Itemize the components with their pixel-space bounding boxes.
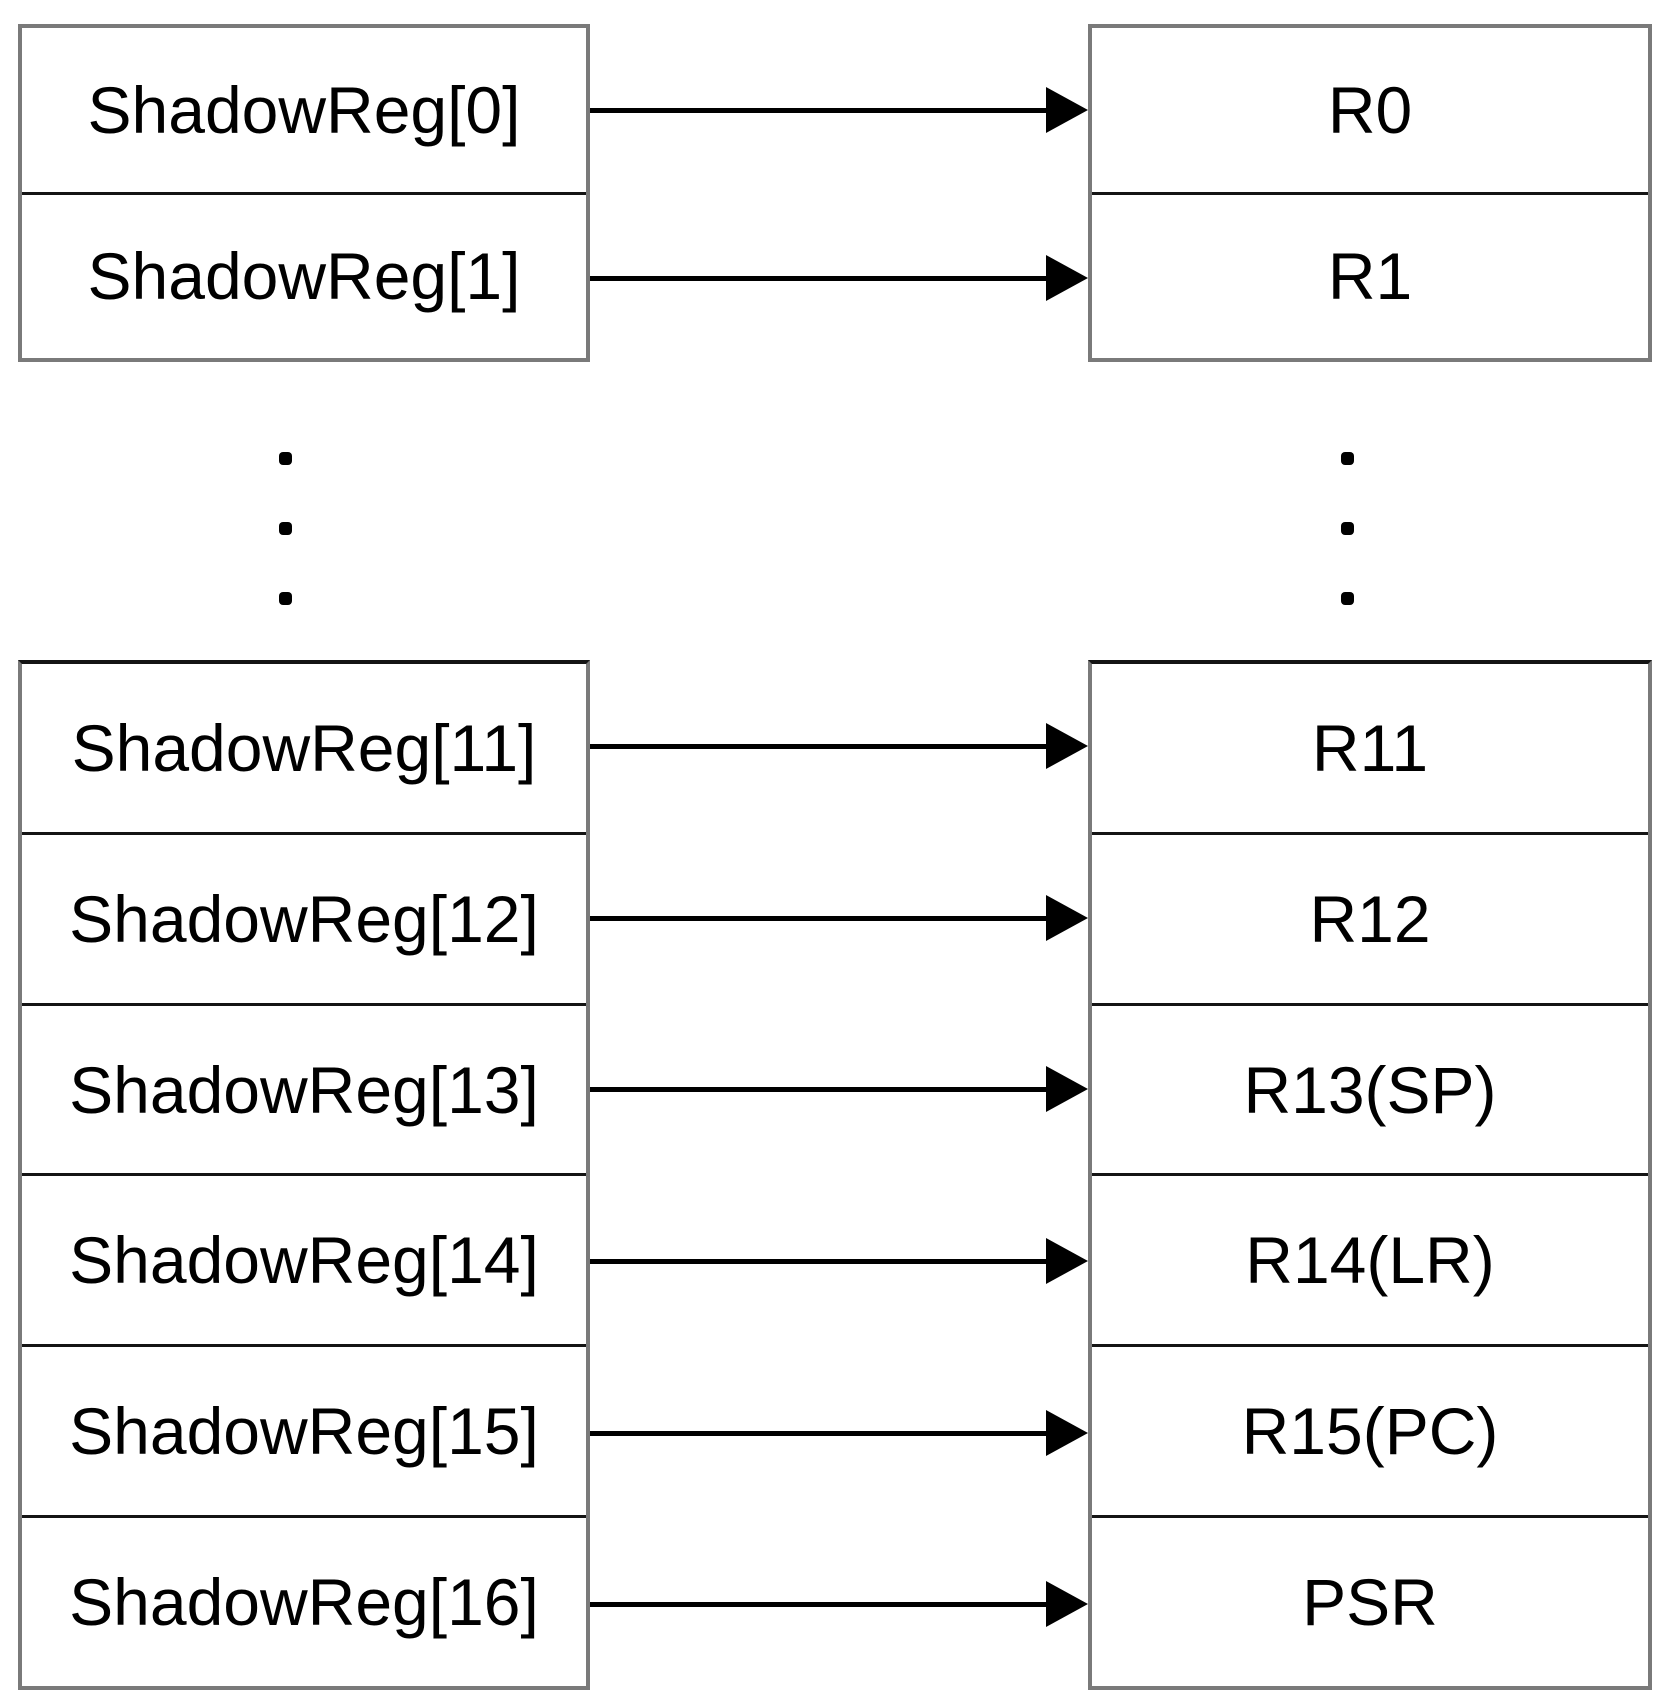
- cell-shadowreg-11: ShadowReg[11]: [22, 664, 586, 832]
- shadowreg-top-group: ShadowReg[0] ShadowReg[1]: [18, 24, 590, 362]
- shadowreg-16-label: ShadowReg[16]: [69, 1565, 539, 1640]
- ellipsis-dot: [279, 592, 292, 605]
- cell-r14-lr: R14(LR): [1092, 1173, 1648, 1345]
- register-bottom-group: R11 R12 R13(SP) R14(LR) R15(PC) PSR: [1088, 660, 1652, 1690]
- cell-shadowreg-13: ShadowReg[13]: [22, 1002, 586, 1174]
- arrowhead-right-icon: [1046, 1410, 1088, 1456]
- register-top-group: R0 R1: [1088, 24, 1652, 362]
- shadowreg-14-label: ShadowReg[14]: [69, 1223, 539, 1298]
- arrow-line: [590, 107, 1046, 113]
- arrow-line: [590, 1430, 1046, 1436]
- arrow-shadowreg15-to-r15: [590, 1410, 1088, 1456]
- arrow-line: [590, 1086, 1046, 1092]
- r11-label: R11: [1311, 710, 1429, 785]
- r0-label: R0: [1327, 72, 1413, 147]
- ellipsis-dot: [279, 522, 292, 535]
- cell-psr: PSR: [1092, 1515, 1648, 1686]
- arrow-shadowreg14-to-r14: [590, 1238, 1088, 1284]
- arrow-line: [590, 275, 1046, 281]
- psr-label: PSR: [1302, 1565, 1438, 1640]
- shadowreg-bottom-group: ShadowReg[11] ShadowReg[12] ShadowReg[13…: [18, 660, 590, 1690]
- arrow-line: [590, 915, 1046, 921]
- shadowreg-13-label: ShadowReg[13]: [69, 1052, 539, 1127]
- arrowhead-right-icon: [1046, 895, 1088, 941]
- arrow-shadowreg13-to-r13: [590, 1066, 1088, 1112]
- cell-shadowreg-0: ShadowReg[0]: [22, 28, 586, 192]
- cell-shadowreg-14: ShadowReg[14]: [22, 1173, 586, 1345]
- cell-shadowreg-16: ShadowReg[16]: [22, 1515, 586, 1686]
- ellipsis-left: [279, 452, 292, 605]
- cell-shadowreg-12: ShadowReg[12]: [22, 831, 586, 1003]
- arrowhead-right-icon: [1046, 723, 1088, 769]
- cell-r15-pc: R15(PC): [1092, 1344, 1648, 1516]
- arrow-shadowreg12-to-r12: [590, 895, 1088, 941]
- arrow-line: [590, 743, 1046, 749]
- arrowhead-right-icon: [1046, 1238, 1088, 1284]
- arrowhead-right-icon: [1046, 255, 1088, 301]
- arrow-shadowreg16-to-psr: [590, 1581, 1088, 1627]
- shadowreg-1-label: ShadowReg[1]: [87, 239, 521, 314]
- cell-r1: R1: [1092, 191, 1648, 358]
- ellipsis-dot: [1341, 592, 1354, 605]
- r14-lr-label: R14(LR): [1245, 1223, 1495, 1298]
- cell-shadowreg-1: ShadowReg[1]: [22, 191, 586, 358]
- cell-r13-sp: R13(SP): [1092, 1002, 1648, 1174]
- shadowreg-15-label: ShadowReg[15]: [69, 1394, 539, 1469]
- arrowhead-right-icon: [1046, 87, 1088, 133]
- arrow-shadowreg11-to-r11: [590, 723, 1088, 769]
- cell-shadowreg-15: ShadowReg[15]: [22, 1344, 586, 1516]
- ellipsis-dot: [1341, 522, 1354, 535]
- shadowreg-11-label: ShadowReg[11]: [71, 710, 537, 785]
- arrowhead-right-icon: [1046, 1581, 1088, 1627]
- ellipsis-right: [1341, 452, 1354, 605]
- r15-pc-label: R15(PC): [1241, 1394, 1499, 1469]
- cell-r0: R0: [1092, 28, 1648, 192]
- r12-label: R12: [1309, 881, 1431, 956]
- ellipsis-dot: [279, 452, 292, 465]
- cell-r11: R11: [1092, 664, 1648, 832]
- arrow-shadowreg1-to-r1: [590, 255, 1088, 301]
- arrow-shadowreg0-to-r0: [590, 87, 1088, 133]
- arrow-line: [590, 1258, 1046, 1264]
- ellipsis-dot: [1341, 452, 1354, 465]
- r13-sp-label: R13(SP): [1243, 1052, 1497, 1127]
- cell-r12: R12: [1092, 831, 1648, 1003]
- r1-label: R1: [1327, 239, 1413, 314]
- shadowreg-12-label: ShadowReg[12]: [69, 881, 539, 956]
- shadowreg-0-label: ShadowReg[0]: [87, 72, 521, 147]
- arrow-line: [590, 1601, 1046, 1607]
- arrowhead-right-icon: [1046, 1066, 1088, 1112]
